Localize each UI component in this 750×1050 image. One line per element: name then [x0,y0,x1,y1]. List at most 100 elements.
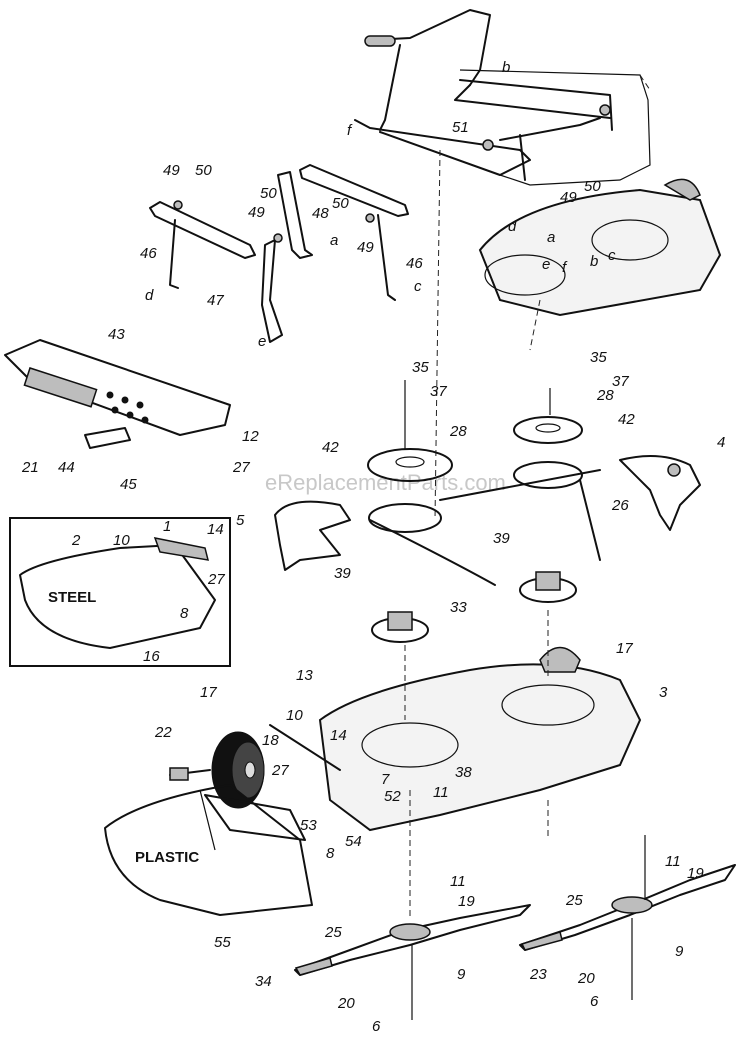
callout: 27 [232,459,250,476]
lift-arms [149,164,409,343]
callout: 26 [611,497,629,514]
callout: 37 [430,383,447,400]
spindle-housings [371,571,577,643]
steel-discharge-inset: STEEL [9,517,231,667]
front-wheel [169,724,341,809]
plastic-discharge-chute: PLASTIC [104,784,313,916]
blades [294,835,736,1020]
blade-adapter-25-left [389,923,431,941]
callout: 49 [248,204,265,221]
callout: 28 [449,423,467,440]
callout: a [330,232,338,249]
callout: 43 [108,326,125,343]
callout: 19 [458,893,475,910]
callout: f [562,259,568,276]
callout: 21 [21,459,39,476]
callout: 37 [612,373,629,390]
callout: c [414,278,422,295]
handle-grip [364,35,396,47]
callout: b [502,59,510,76]
callout: 46 [140,245,157,262]
callout: 9 [457,966,466,983]
callout: 35 [412,359,429,376]
lift-linkage-assembly [354,9,651,521]
main-deck [318,610,642,920]
callout: 23 [529,966,547,983]
callout: 8 [180,605,189,622]
callout: 2 [71,532,81,549]
callout: 42 [322,439,339,456]
callout: 7 [381,771,390,788]
callout: 52 [384,788,401,805]
callout: f [347,122,353,139]
callout: 53 [300,817,317,834]
callout: 11 [665,853,681,870]
callout: e [258,333,266,350]
callout: 11 [450,873,466,890]
callout: d [145,287,154,304]
callout: 10 [286,707,303,724]
callout: 6 [372,1018,381,1035]
callout: 49 [357,239,374,256]
callout: 6 [590,993,599,1010]
callout: 18 [262,732,279,749]
callout: 42 [618,411,635,428]
callout: 9 [675,943,684,960]
watermark: eReplacementParts.com [265,470,506,495]
material-plastic: PLASTIC [135,849,199,866]
callout: 54 [345,833,362,850]
callout: 27 [271,762,289,779]
callout: 17 [616,640,633,657]
callout: 44 [58,459,75,476]
callout: a [547,229,555,246]
callout: 5 [236,512,245,529]
callout: 45 [120,476,137,493]
callout: 51 [452,119,469,136]
callout: 33 [450,599,467,616]
callout: 10 [113,532,130,549]
callout: 55 [214,934,231,951]
callout: 50 [332,195,349,212]
belt-guards [274,455,701,571]
callout: 25 [565,892,583,909]
callout: 46 [406,255,423,272]
callout: 28 [596,387,614,404]
callout: 49 [163,162,180,179]
callout: 27 [207,571,225,588]
callout: 14 [330,727,347,744]
callout: 3 [659,684,668,701]
callout: 16 [143,648,160,665]
callout: 47 [207,292,224,309]
wheel-17-upper [663,178,701,201]
callout: 17 [200,684,217,701]
foot-plate [4,339,231,449]
callout: 48 [312,205,329,222]
callout: 20 [577,970,595,987]
callout: 19 [687,865,704,882]
blade-adapter-25-right [611,896,653,914]
spindle-pulleys [367,380,601,586]
callout-labels: 51 b f 49 50 46 d 50 49 48 a 47 e 50 49 … [21,59,725,1035]
wheel-17-rear [539,646,581,673]
callout: 35 [590,349,607,366]
callout: 25 [324,924,342,941]
callout: 39 [493,530,510,547]
deck-upper-view [478,178,722,351]
callout: c [608,247,616,264]
material-steel: STEEL [48,589,96,606]
callout: 50 [260,185,277,202]
callout: d [508,218,517,235]
callout: b [590,253,598,270]
callout: 14 [207,521,224,538]
callout: 13 [296,667,313,684]
callout: 4 [717,434,725,451]
callout: e [542,256,550,273]
callout: 11 [433,784,449,801]
callout: 8 [326,845,335,862]
callout: 12 [242,428,259,445]
callout: 38 [455,764,472,781]
callout: 22 [154,724,172,741]
callout: 39 [334,565,351,582]
callout: 34 [255,973,272,990]
